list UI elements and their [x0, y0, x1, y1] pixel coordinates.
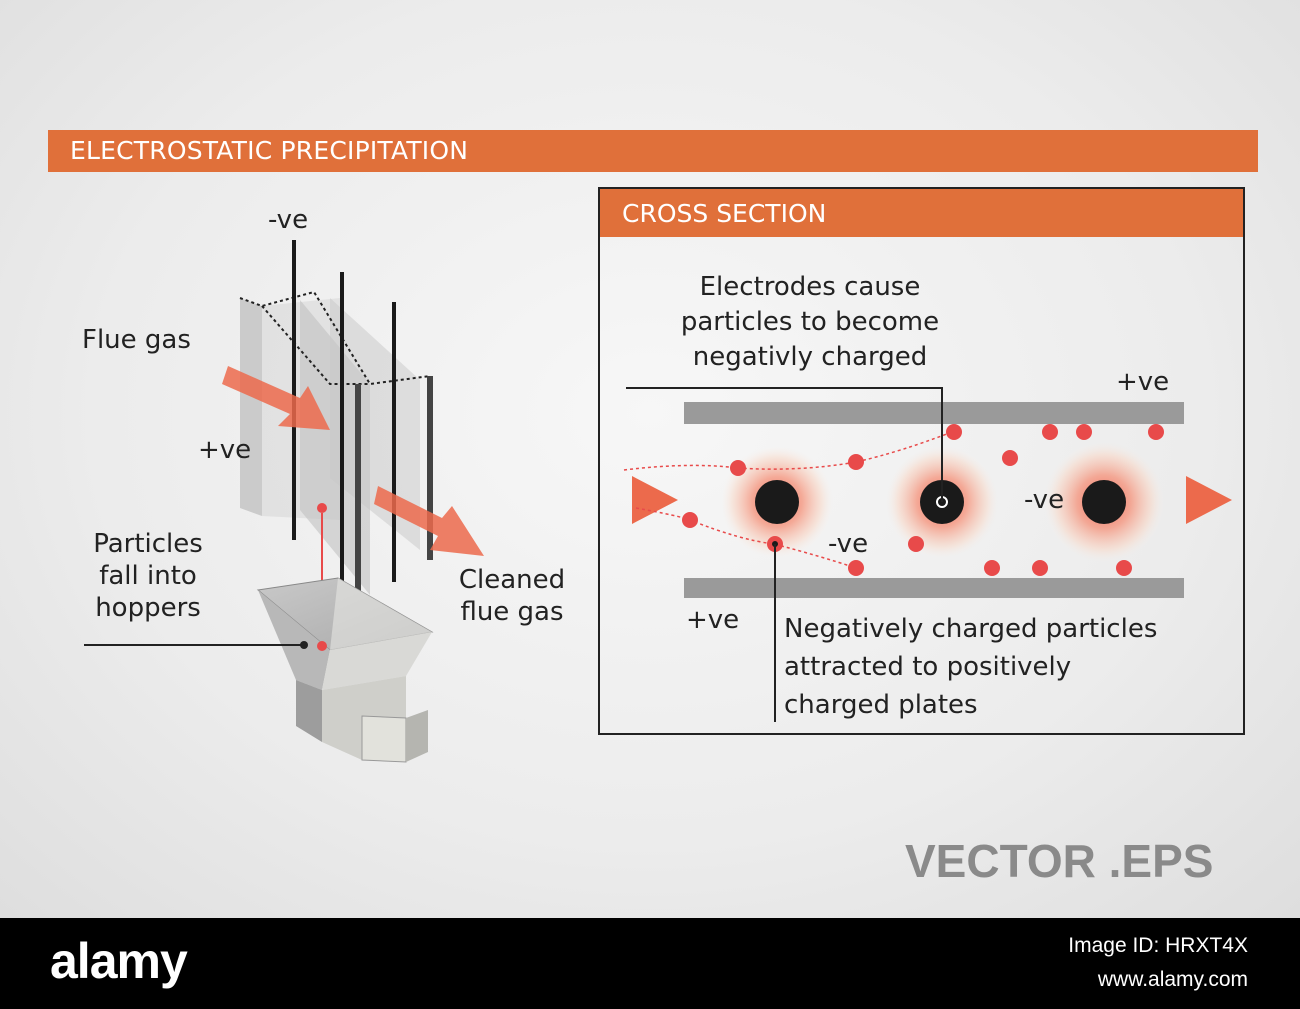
- footer-bar: alamy Image ID: HRXT4X www.alamy.com: [0, 918, 1300, 1009]
- cross-section-panel: CROSS SECTION: [598, 187, 1245, 735]
- right-plate-face: [330, 298, 420, 550]
- particle: [908, 536, 924, 552]
- top-plate-label: +ve: [1116, 367, 1170, 397]
- image-id: Image ID: HRXT4X: [1068, 934, 1248, 957]
- electrodes-leader: [626, 387, 943, 502]
- plate-top-edge-2: [261, 305, 370, 385]
- hopper-right-2: [330, 578, 432, 650]
- charged-note: Negatively charged particles attracted t…: [784, 610, 1157, 724]
- electrode-core: [1082, 480, 1126, 524]
- particle: [1002, 450, 1018, 466]
- hopper-outlet: [361, 715, 407, 763]
- particle: [946, 424, 962, 440]
- cross-section-title: CROSS SECTION: [600, 189, 1243, 237]
- electrodes-note-line: particles to become: [680, 307, 940, 337]
- electrode-label-right: -ve: [1024, 485, 1065, 515]
- bottom-plate-label: +ve: [686, 605, 740, 635]
- charged-note-line: charged plates: [784, 690, 978, 720]
- electrodes-note: Electrodes cause particles to become neg…: [640, 270, 980, 375]
- particle: [730, 460, 746, 476]
- inlet-arrow: [632, 476, 678, 524]
- back-plate: [240, 298, 262, 516]
- cleaned-gas-label-line: flue gas: [460, 597, 564, 627]
- outlet-arrow: [1186, 476, 1232, 524]
- hopper-particle: [317, 641, 327, 651]
- falling-particle: [317, 503, 327, 513]
- hopper-box-front: [322, 676, 406, 760]
- particles-label-line: fall into: [99, 561, 197, 591]
- particle: [682, 512, 698, 528]
- electrode-label-left: -ve: [828, 529, 869, 559]
- precipitator-drawing: [84, 240, 1232, 763]
- diagram-canvas: ELECTROSTATIC PRECIPITATION: [0, 0, 1300, 918]
- electrodes-note-line: Electrodes cause: [699, 272, 921, 302]
- positive-plate-label: +ve: [198, 435, 252, 465]
- bottom-plate: [684, 578, 1184, 598]
- cleaned-gas-arrow: [374, 486, 484, 556]
- brand-logo: alamy: [50, 933, 188, 989]
- hopper-box-left: [296, 680, 322, 742]
- hopper-right: [322, 632, 432, 690]
- particles-label-line: Particles: [93, 529, 203, 559]
- hopper-outlet-side: [406, 710, 428, 762]
- particle: [1076, 424, 1092, 440]
- charged-note-line: attracted to positively: [784, 652, 1072, 682]
- site-url: www.alamy.com: [1097, 968, 1248, 991]
- charged-note-line: Negatively charged particles: [784, 614, 1158, 644]
- title-bar: ELECTROSTATIC PRECIPITATION: [48, 130, 1258, 172]
- particles-leader-dot: [300, 641, 308, 649]
- particles-label-line: hoppers: [95, 593, 201, 623]
- electrode-core: [755, 480, 799, 524]
- particles-label: Particles fall into hoppers: [82, 528, 214, 624]
- particle: [1032, 560, 1048, 576]
- trajectory: [623, 431, 953, 471]
- negative-electrode-label: -ve: [268, 205, 309, 235]
- hopper-left: [258, 590, 330, 690]
- particle: [984, 560, 1000, 576]
- vector-eps-label: VECTOR .EPS: [905, 835, 1214, 887]
- particle: [1116, 560, 1132, 576]
- particle: [1148, 424, 1164, 440]
- particle: [848, 454, 864, 470]
- plate-top-edge: [239, 290, 431, 386]
- particle: [848, 560, 864, 576]
- top-plate: [684, 402, 1184, 424]
- flue-gas-label: Flue gas: [82, 325, 191, 355]
- flue-gas-arrow: [222, 366, 330, 430]
- cleaned-gas-label-line: Cleaned: [458, 565, 566, 595]
- cleaned-gas-label: Cleaned flue gas: [440, 564, 584, 628]
- electrodes-note-line: negativly charged: [692, 342, 928, 372]
- particle: [1042, 424, 1058, 440]
